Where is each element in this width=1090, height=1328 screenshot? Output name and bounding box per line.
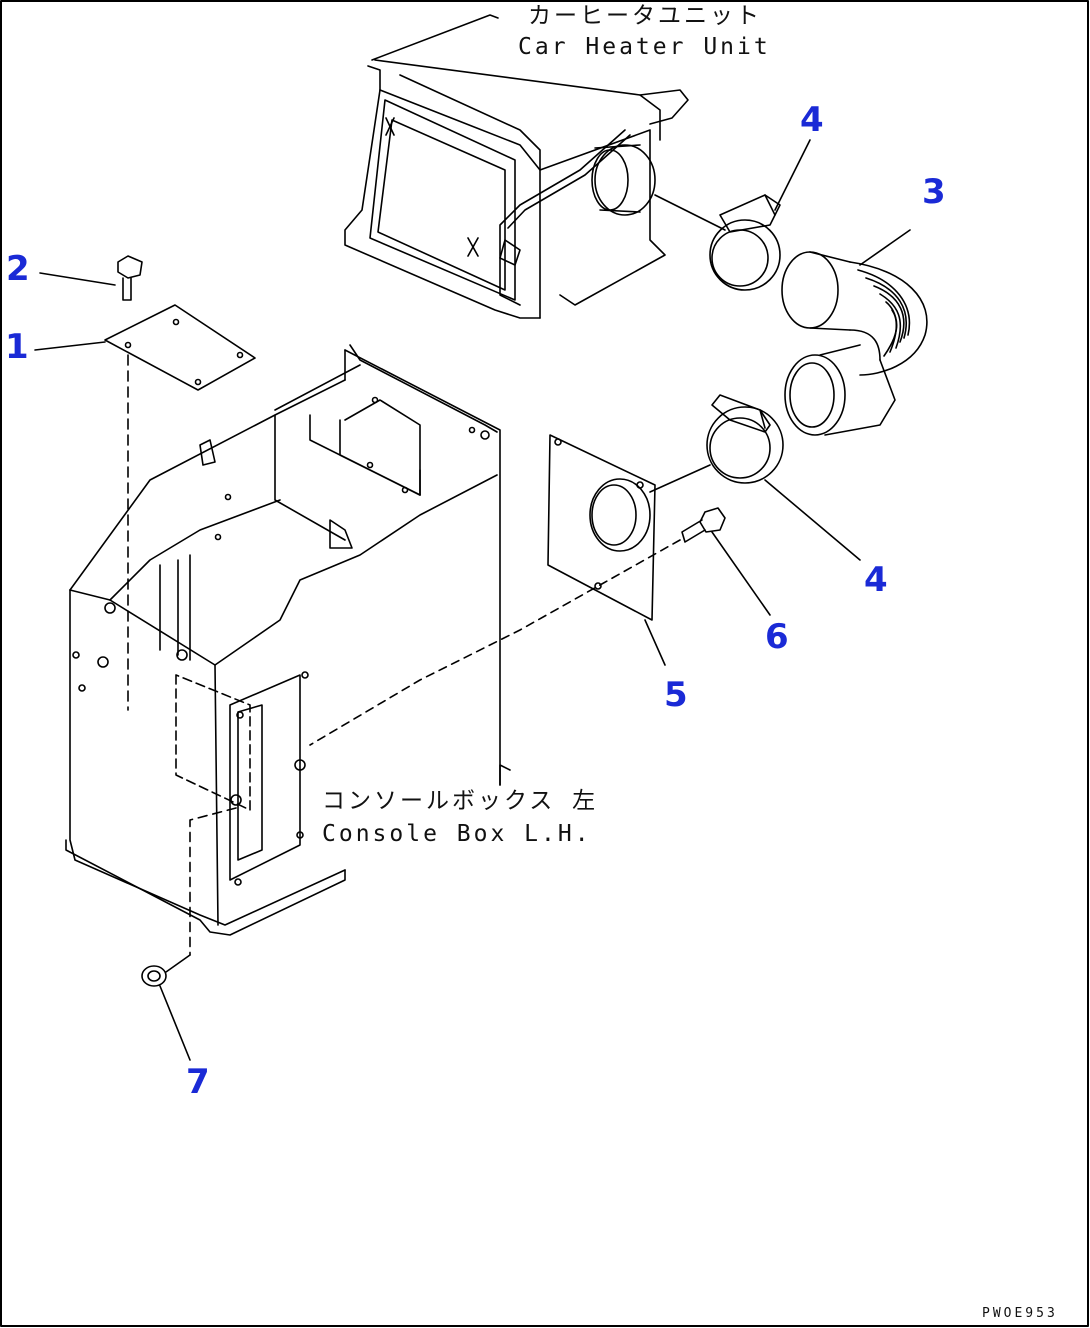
clamp-upper xyxy=(709,194,781,291)
drawing-code: PWOE953 xyxy=(982,1306,1058,1321)
flex-duct xyxy=(781,229,928,436)
cover-plate xyxy=(547,434,711,666)
heater-unit-label-en: Car Heater Unit xyxy=(518,34,771,60)
console-box-label-en: Console Box L.H. xyxy=(322,821,592,847)
callout-2: 2 xyxy=(6,249,30,289)
callout-4-upper: 4 xyxy=(800,100,824,140)
callout-4-lower: 4 xyxy=(864,560,888,600)
console-box-label-jp: コンソールボックス 左 xyxy=(322,788,599,814)
callout-7: 7 xyxy=(186,1062,210,1102)
car-heater-unit xyxy=(344,14,726,319)
bolt-6 xyxy=(309,507,771,746)
callout-5: 5 xyxy=(664,675,688,715)
nut-7 xyxy=(141,954,191,1061)
callout-1: 1 xyxy=(5,327,29,367)
clamp-lower xyxy=(706,139,861,561)
heater-unit-label-jp: カーヒータユニット xyxy=(528,3,762,29)
console-box xyxy=(65,344,511,956)
callout-6: 6 xyxy=(765,617,789,657)
callout-3: 3 xyxy=(922,172,946,212)
top-plate xyxy=(34,255,256,711)
